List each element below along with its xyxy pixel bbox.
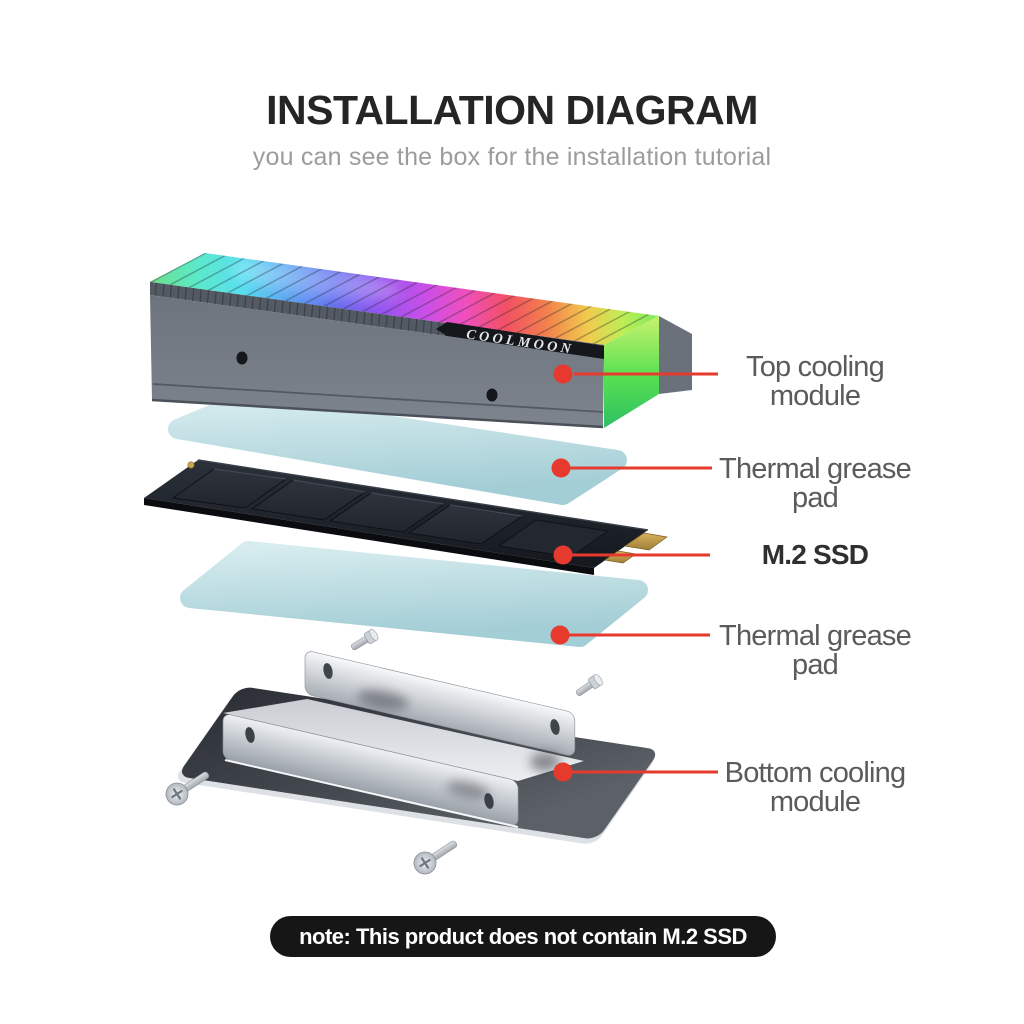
chip-bevel bbox=[449, 504, 523, 517]
bracket-slot bbox=[323, 663, 333, 679]
callout-dot-bottom-cooling-module bbox=[553, 762, 573, 782]
label-line: Bottom cooling bbox=[724, 757, 906, 789]
thermal-pad-top-art bbox=[168, 393, 627, 505]
metal-shadow-smudge bbox=[357, 690, 409, 710]
bracket-floor bbox=[223, 699, 584, 781]
label-line: M.2 SSD bbox=[761, 539, 869, 570]
heatsink-end-glow bbox=[604, 316, 659, 428]
bracket-bright-edge bbox=[224, 759, 519, 828]
ssd-board-edge-highlight bbox=[197, 459, 649, 531]
label-line: Thermal grease bbox=[719, 620, 912, 652]
heatsink-seam bbox=[152, 383, 604, 413]
m2-ssd-art bbox=[144, 459, 668, 575]
callout-dot-thermal-pad-bottom bbox=[550, 625, 570, 645]
flathead-screw bbox=[413, 840, 458, 875]
callout-dot-m2-ssd bbox=[553, 545, 573, 565]
bracket-slot bbox=[245, 727, 255, 743]
thermal-pad-top-surface bbox=[168, 393, 627, 505]
label-line: pad bbox=[792, 649, 839, 681]
callout-dot-top-cooling-module bbox=[553, 364, 573, 384]
chip-bevel bbox=[292, 479, 366, 493]
brand-strip bbox=[436, 322, 604, 359]
heatsink-bottom-edge bbox=[151, 398, 604, 429]
ssd-board-thickness bbox=[144, 498, 594, 575]
chip-bevel bbox=[370, 492, 445, 505]
heatsink-screw-hole bbox=[236, 351, 248, 365]
ssd-mount-hole bbox=[187, 461, 195, 469]
ssd-connector-finger bbox=[624, 532, 668, 551]
chip-bevel bbox=[213, 468, 287, 480]
label-thermal-pad-top: Thermal grease pad bbox=[690, 455, 940, 513]
heatsink-fin-edges bbox=[150, 253, 659, 345]
heatsink-end-cap bbox=[659, 316, 692, 394]
stud-screw bbox=[350, 628, 379, 651]
label-line: pad bbox=[792, 482, 839, 514]
metal-shadow-smudge bbox=[530, 752, 560, 772]
note-badge: note: This product does not contain M.2 … bbox=[270, 916, 776, 957]
label-line: module bbox=[769, 786, 861, 818]
thermal-pad-bottom-art bbox=[180, 541, 648, 647]
page-title: INSTALLATION DIAGRAM bbox=[266, 87, 758, 133]
label-bottom-cooling-module: Bottom cooling module bbox=[690, 759, 940, 817]
note-text: note: This product does not contain M.2 … bbox=[299, 923, 747, 949]
label-line: Top cooling bbox=[746, 351, 885, 383]
bottom-cooling-module-art bbox=[177, 651, 656, 844]
heatsink-screw-hole bbox=[486, 388, 498, 402]
stud-screw bbox=[575, 673, 603, 696]
label-m2-ssd: M.2 SSD bbox=[690, 540, 940, 569]
bracket-back-wall bbox=[304, 651, 576, 756]
top-cooling-module-art: COOLMOON bbox=[150, 253, 692, 429]
label-line: Thermal grease bbox=[719, 453, 912, 485]
flathead-screw bbox=[165, 771, 210, 806]
label-top-cooling-module: Top cooling module bbox=[690, 353, 940, 411]
callout-dot-thermal-pad-top bbox=[551, 458, 571, 478]
thermal-pad-bottom-surface bbox=[180, 541, 648, 647]
bracket-slot bbox=[550, 719, 560, 735]
label-line: module bbox=[769, 380, 861, 412]
metal-shadow-smudge bbox=[446, 780, 490, 800]
page-subtitle: you can see the box for the installation… bbox=[252, 143, 772, 171]
label-thermal-pad-bottom: Thermal grease pad bbox=[690, 622, 940, 680]
